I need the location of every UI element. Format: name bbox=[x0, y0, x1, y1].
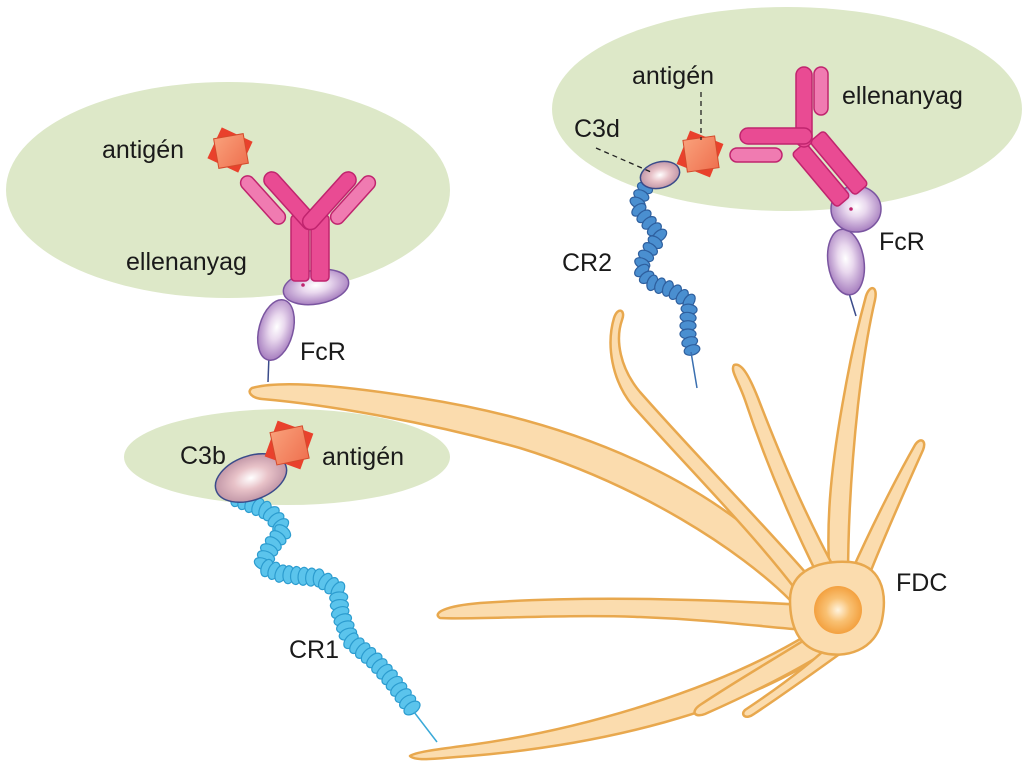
antibody-left bbox=[239, 171, 377, 282]
fdc-nucleus bbox=[814, 586, 862, 634]
antigen-top-left bbox=[207, 127, 253, 173]
label-antigen-top-left: antigén bbox=[102, 136, 184, 164]
c3d-domain bbox=[639, 160, 681, 190]
c3d-pointer bbox=[595, 147, 652, 173]
label-antibody-top-left: ellenanyag bbox=[126, 248, 247, 276]
cr1-chain bbox=[230, 488, 421, 716]
label-antigen-top-right: antigén bbox=[632, 62, 714, 90]
label-c3d: C3d bbox=[574, 115, 620, 143]
label-fcr-left: FcR bbox=[300, 338, 346, 366]
c3b-domain bbox=[214, 453, 288, 503]
fdc-cell bbox=[248, 287, 926, 761]
fcr-left-dot bbox=[301, 283, 305, 287]
cr2-stalk bbox=[690, 351, 698, 389]
antigen-top-right bbox=[676, 130, 724, 178]
antibody-right bbox=[729, 66, 868, 207]
fcr-right-lower-domain bbox=[826, 228, 866, 296]
halo-top-right bbox=[552, 7, 1022, 211]
label-antibody-top-right: ellenanyag bbox=[842, 82, 963, 110]
cr2-bead bbox=[683, 344, 701, 356]
halo-top-left bbox=[6, 82, 450, 298]
label-cr2: CR2 bbox=[562, 249, 612, 277]
antigen-middle bbox=[264, 420, 314, 470]
label-c3b: C3b bbox=[180, 442, 226, 470]
label-fdc: FDC bbox=[896, 569, 947, 597]
fcr-right-dot bbox=[849, 207, 853, 211]
fcr-left-lower-domain bbox=[256, 298, 296, 362]
cr2-chain bbox=[629, 181, 701, 356]
label-cr1: CR1 bbox=[289, 636, 339, 664]
label-antigen-middle: antigén bbox=[322, 443, 404, 471]
label-fcr-right: FcR bbox=[879, 228, 925, 256]
cr1-stalk bbox=[413, 711, 438, 743]
